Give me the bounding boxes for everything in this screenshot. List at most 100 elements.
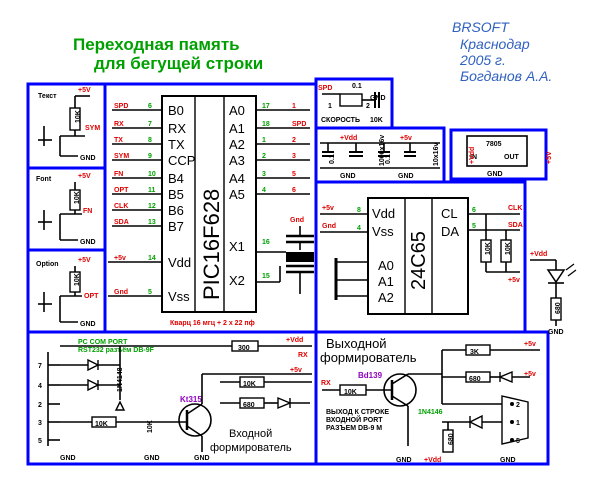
db9m-pin: 5 bbox=[510, 438, 520, 445]
eeprom-pin-a0: A0 bbox=[378, 258, 394, 273]
eeprom-name: 24C65 bbox=[408, 231, 430, 290]
db9-pin: 3 bbox=[38, 420, 60, 427]
switch-name: Текст bbox=[38, 93, 57, 100]
out-gnd: GND bbox=[500, 457, 516, 464]
res-3k-value: 3K bbox=[470, 349, 479, 356]
out-diode-icon bbox=[468, 414, 483, 430]
pin-number: 6 bbox=[148, 103, 152, 110]
db9m-pin-number: 5 bbox=[516, 438, 520, 445]
author-line4: Богданов А.А. bbox=[460, 68, 552, 84]
pin-number: 18 bbox=[262, 121, 270, 128]
in-vdd: +Vdd bbox=[286, 337, 303, 344]
vdd-label: +Vdd bbox=[340, 135, 357, 142]
db9-pin: 2 bbox=[38, 402, 60, 409]
eeprom-clk: CLK bbox=[508, 205, 522, 212]
vcc-label: +5V bbox=[78, 257, 91, 264]
pin-number: 10 bbox=[148, 171, 156, 178]
pic-pin-right: A5 4 6 bbox=[229, 187, 310, 202]
input-stage: PC COM PORT RST232 разъём DB-9F +Vdd 742… bbox=[38, 337, 312, 462]
eeprom-pin-vdd: Vdd bbox=[372, 206, 395, 221]
pin-label: X1 bbox=[229, 239, 245, 254]
in-rx: RX bbox=[298, 352, 308, 359]
pin-label: B5 bbox=[168, 187, 184, 202]
out-rx: RX bbox=[321, 380, 331, 387]
switch-name: Font bbox=[36, 176, 52, 183]
speed-label: СКОРОСТЬ bbox=[321, 117, 360, 124]
led-icon bbox=[546, 269, 566, 284]
gnd-label-2: GND bbox=[398, 173, 414, 180]
eeprom-pin-cl: CL bbox=[441, 206, 458, 221]
pin-label: A5 bbox=[229, 187, 245, 202]
gnd-label: GND bbox=[80, 239, 96, 246]
led-vdd: +Vdd bbox=[530, 251, 547, 258]
reg-vin: +Vdd bbox=[469, 147, 476, 164]
pin-signal: 5 bbox=[292, 171, 296, 178]
pin-label: X2 bbox=[229, 273, 245, 288]
out-vdd: +Vdd bbox=[424, 457, 441, 464]
diode-icon bbox=[87, 358, 100, 372]
pic-body bbox=[161, 95, 257, 313]
title-line1: Переходная память bbox=[73, 35, 240, 54]
in-gnd-2: GND bbox=[60, 455, 76, 462]
pin-number: 1 bbox=[262, 137, 266, 144]
pin-signal: 1 bbox=[292, 103, 296, 110]
out-v5b: +5v bbox=[524, 371, 536, 378]
pin-number: 9 bbox=[148, 153, 152, 160]
power-led: +Vdd 680 GND bbox=[530, 251, 577, 336]
author-block: BRSOFT Краснодар 2005 г. Богданов А.А. bbox=[452, 19, 552, 84]
db9m-pin: 1 bbox=[510, 420, 520, 427]
pin-number: 5 bbox=[148, 289, 152, 296]
speed-res: 10K bbox=[370, 117, 383, 124]
eeprom-vcc: +5v bbox=[322, 205, 334, 212]
in-gnd-3: GND bbox=[144, 455, 160, 462]
pin-signal: SYM bbox=[114, 153, 129, 160]
resistor-value: 10K bbox=[74, 273, 81, 286]
pin-number: 11 bbox=[148, 187, 156, 194]
pin-label: A3 bbox=[229, 153, 245, 168]
quartz-note: Кварц 16 мгц + 2 х 22 пф bbox=[170, 320, 255, 327]
db9-pin-number: 3 bbox=[38, 420, 42, 427]
eeprom-num5: 5 bbox=[472, 223, 476, 230]
eeprom-pin-a1: A1 bbox=[378, 274, 394, 289]
pin-label: CCP bbox=[168, 153, 195, 168]
pin-signal: 3 bbox=[292, 153, 296, 160]
vcc-label: +5V bbox=[78, 87, 91, 94]
switch-font: Font +5V 10K FN GND bbox=[36, 173, 96, 246]
out-gnd-2: GND bbox=[396, 457, 412, 464]
author-line3: 2005 г. bbox=[459, 52, 506, 68]
db9-pin-number: 7 bbox=[38, 363, 42, 370]
author-line1: BRSOFT bbox=[452, 19, 510, 35]
db9m-pin: 2 bbox=[510, 402, 520, 409]
led-icon bbox=[277, 396, 292, 410]
diode-icon-2 bbox=[87, 378, 100, 392]
pin-number: 4 bbox=[262, 187, 266, 194]
pin-signal: 6 bbox=[292, 187, 296, 194]
pin-number: 14 bbox=[148, 255, 156, 262]
reg-gnd: GND bbox=[487, 171, 503, 178]
pin-label: A1 bbox=[229, 121, 245, 136]
pull2-value: 10K bbox=[505, 242, 512, 255]
switch-text: Текст +5V 10K SYM GND bbox=[38, 87, 100, 162]
out-label-line1: Выходной bbox=[326, 336, 387, 351]
out-transistor: Bd139 bbox=[358, 371, 383, 380]
out-note-line1: ВЫХОД К СТРОКЕ bbox=[326, 409, 389, 416]
quartz-gnd: Gnd bbox=[290, 217, 304, 224]
res-680-out-value: 680 bbox=[469, 376, 481, 383]
port-line2: RST232 разъём DB-9F bbox=[78, 347, 155, 354]
signal-label: SYM bbox=[85, 125, 100, 132]
pin-label: B4 bbox=[168, 171, 184, 186]
res-680-value: 680 bbox=[243, 402, 255, 409]
pin-number: 7 bbox=[148, 121, 152, 128]
eeprom-pin-a2: A2 bbox=[378, 290, 394, 305]
in-label-line1: Входной bbox=[229, 428, 272, 440]
